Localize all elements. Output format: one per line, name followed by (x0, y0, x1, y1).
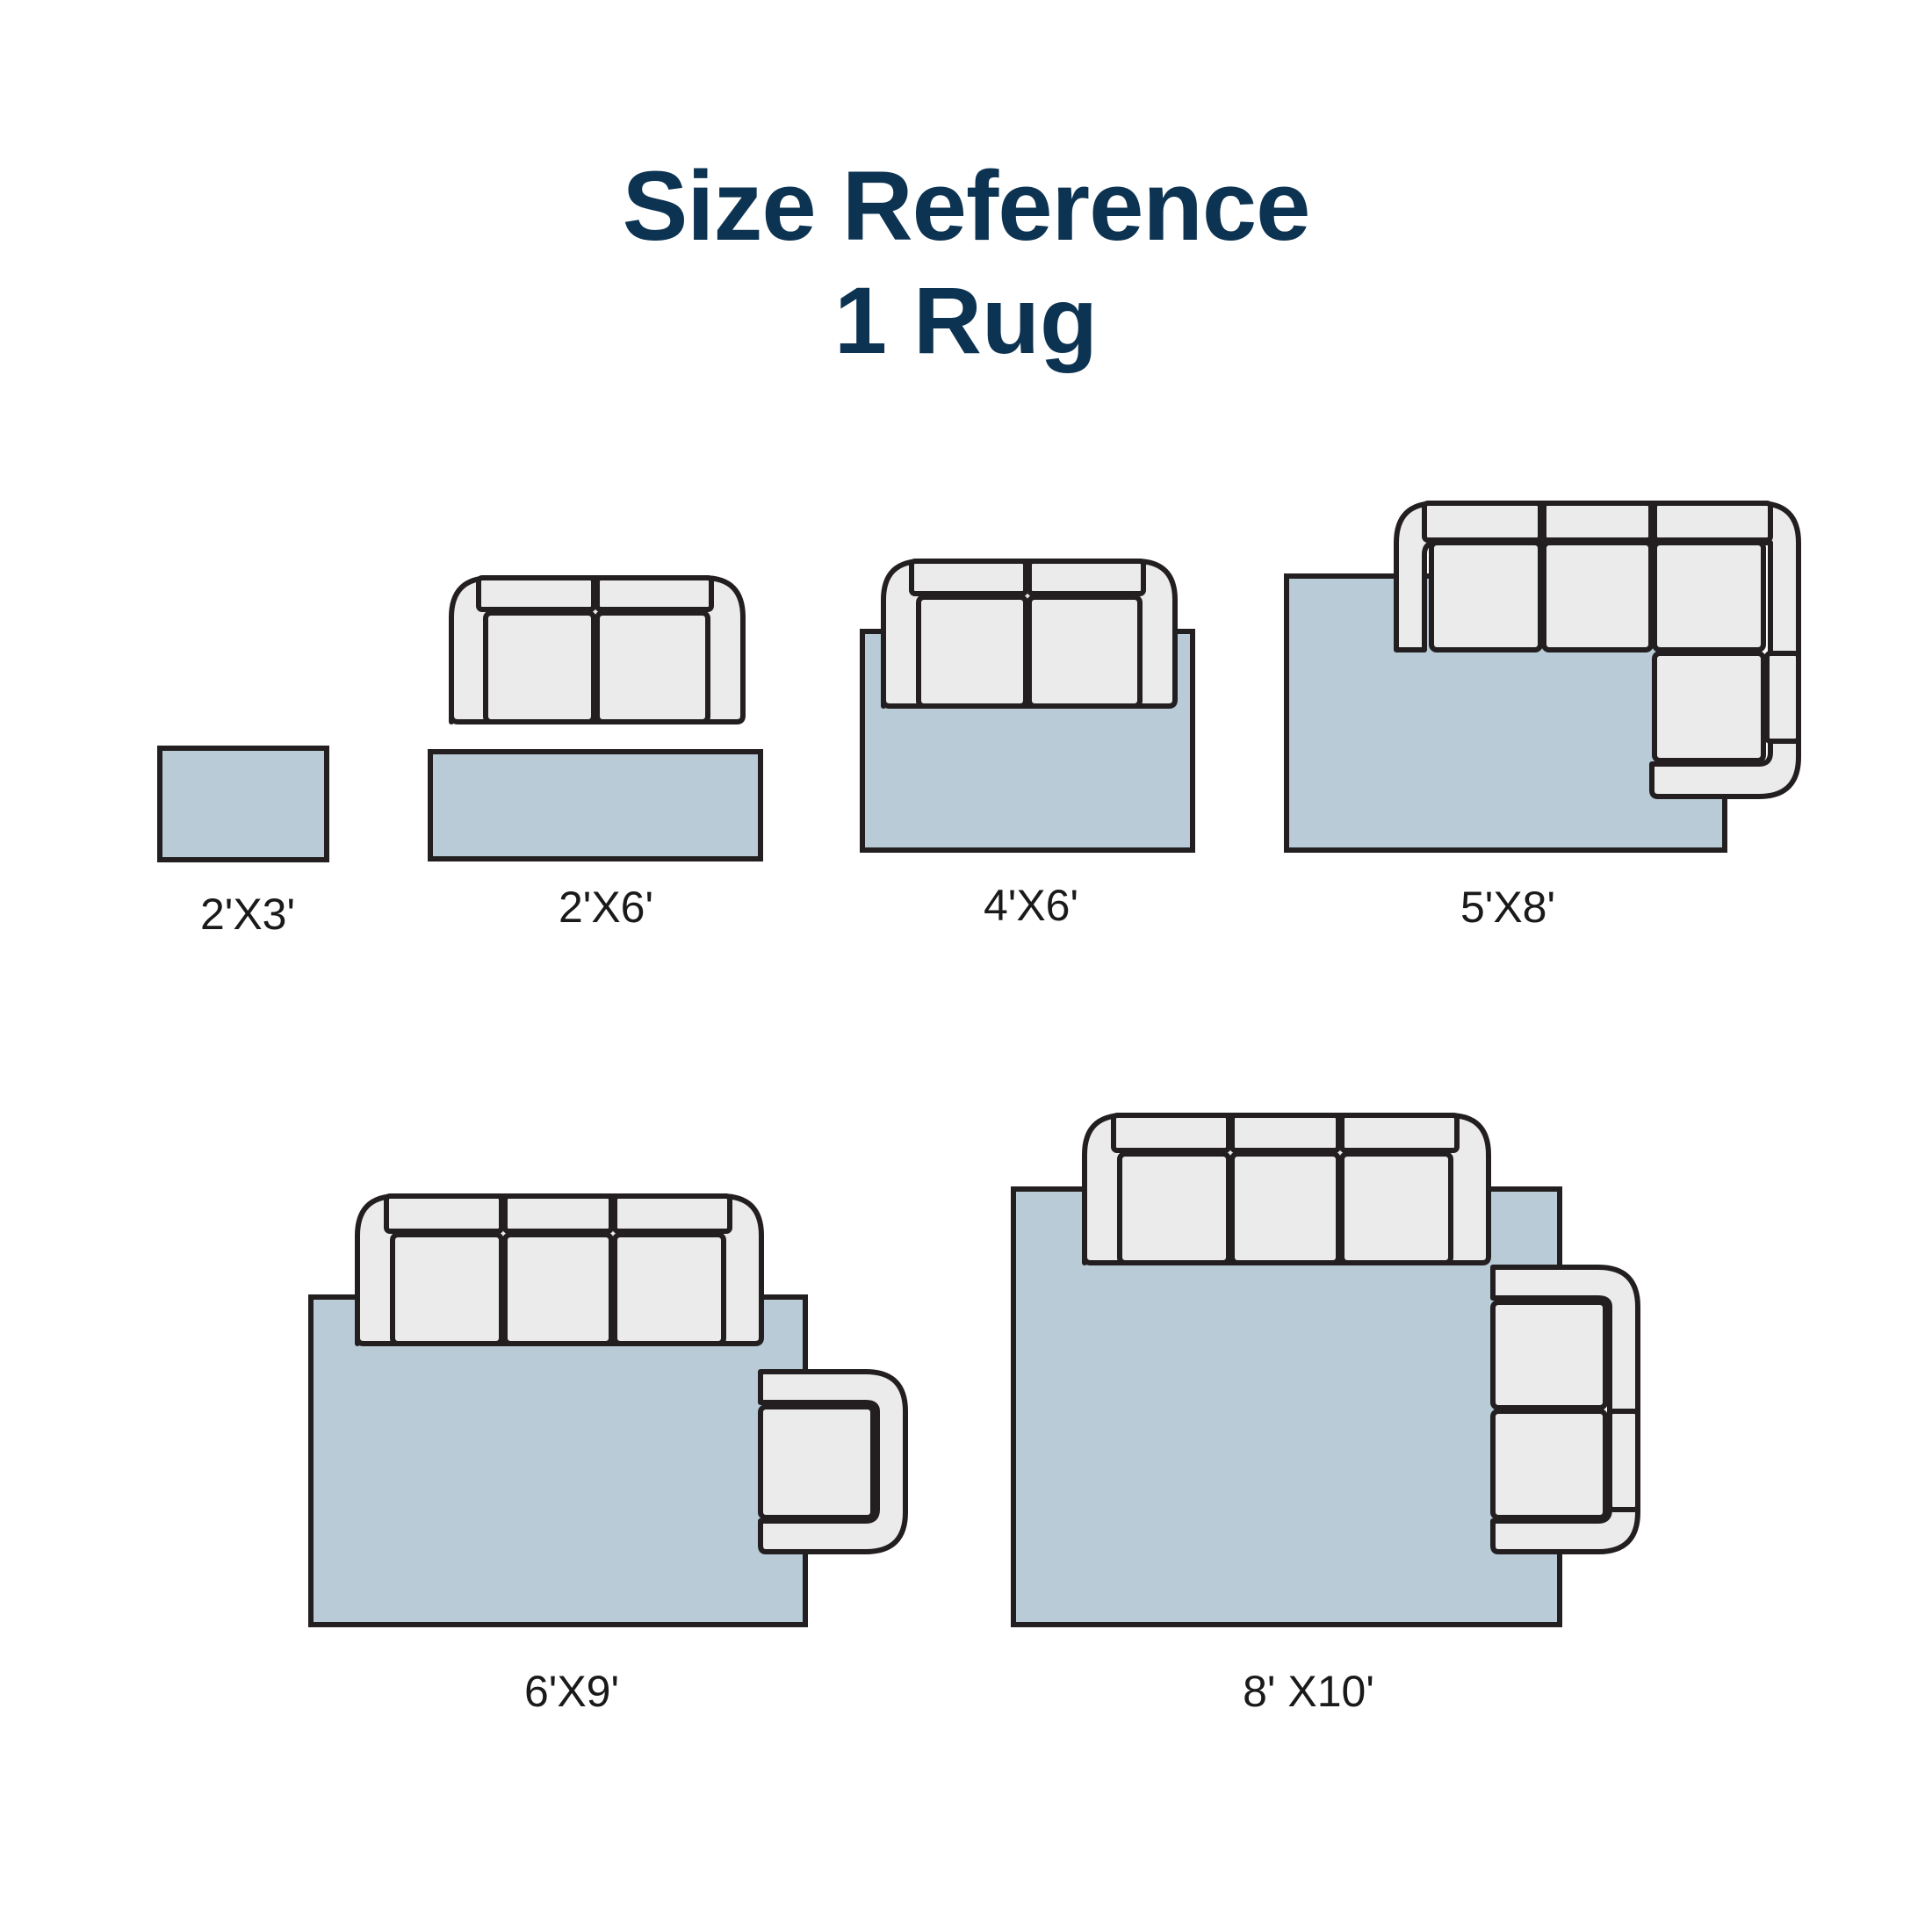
sectional-cushion-2 (1541, 540, 1654, 652)
size-label-2x3: 2'X3' (200, 890, 295, 939)
sofa-6x9 (355, 1193, 764, 1346)
sofa-cushion-3 (612, 1232, 726, 1346)
armchair-6x9 (758, 1369, 908, 1554)
size-label-2x6: 2'X6' (559, 883, 653, 932)
loveseat-back-left (909, 559, 1028, 596)
page-title: Size Reference (622, 151, 1311, 261)
sofa-back-2 (502, 1193, 614, 1234)
loveseat-cushion-left (916, 595, 1028, 709)
sectional-8x10 (1082, 1113, 1640, 1554)
sectional-cushion-corner (1652, 651, 1766, 763)
loveseat-cushion-left (483, 610, 596, 724)
size-label-4x6: 4'X6' (984, 881, 1078, 930)
sectional-side-arm (1607, 1409, 1640, 1512)
rug-6x9-group: 6'X9' (308, 1193, 908, 1716)
rug-2x3-group: 2'X3' (157, 746, 329, 939)
size-label-5x8: 5'X8' (1460, 883, 1555, 932)
rug-2x3 (157, 746, 329, 862)
sectional-cushion-1 (1429, 540, 1543, 652)
rug-4x6-group: 4'X6' (860, 559, 1195, 930)
sectional-back-1 (1111, 1113, 1231, 1153)
sectional-side-frame (1490, 1265, 1640, 1554)
sectional-5x8 (1394, 501, 1801, 799)
rug-2x6-group: 2'X6' (428, 575, 763, 932)
loveseat-cushion-right (595, 610, 710, 724)
sectional-back-2 (1229, 1113, 1341, 1153)
armchair-cushion (758, 1404, 876, 1520)
size-label-6x9: 6'X9' (524, 1667, 619, 1716)
page-subtitle: 1 Rug (833, 267, 1098, 373)
sectional-back-3 (1339, 1113, 1460, 1153)
sectional-back-1 (1422, 501, 1543, 543)
sectional-arm-right (1764, 651, 1801, 744)
sofa-back-1 (384, 1193, 504, 1234)
sectional-cushion-3 (1339, 1151, 1453, 1265)
size-label-8x10: 8' X10' (1243, 1667, 1374, 1716)
loveseat-cushion-right (1027, 595, 1143, 709)
loveseat-back-right (595, 575, 714, 612)
sofa-cushion-1 (390, 1232, 504, 1346)
loveseat-4x6 (881, 559, 1178, 709)
armchair-frame (758, 1369, 908, 1554)
loveseat-back-left (476, 575, 596, 612)
sectional-cushion-1 (1117, 1151, 1231, 1265)
loveseat-back-right (1027, 559, 1146, 596)
sofa-cushion-2 (502, 1232, 614, 1346)
sectional-back-3 (1652, 501, 1773, 543)
sectional-cushion-2 (1229, 1151, 1341, 1265)
sectional-cushion-3 (1652, 540, 1766, 652)
sectional-back-2 (1541, 501, 1654, 543)
rug-2x6 (428, 749, 763, 861)
rug-5x8-group: 5'X8' (1284, 501, 1801, 932)
sectional-side-cushion-1 (1490, 1300, 1608, 1410)
sectional-side-cushion-2 (1490, 1409, 1608, 1520)
rug-8x10-group: 8' X10' (1011, 1113, 1640, 1716)
sofa-back-3 (612, 1193, 732, 1234)
loveseat-2x6 (449, 575, 746, 724)
